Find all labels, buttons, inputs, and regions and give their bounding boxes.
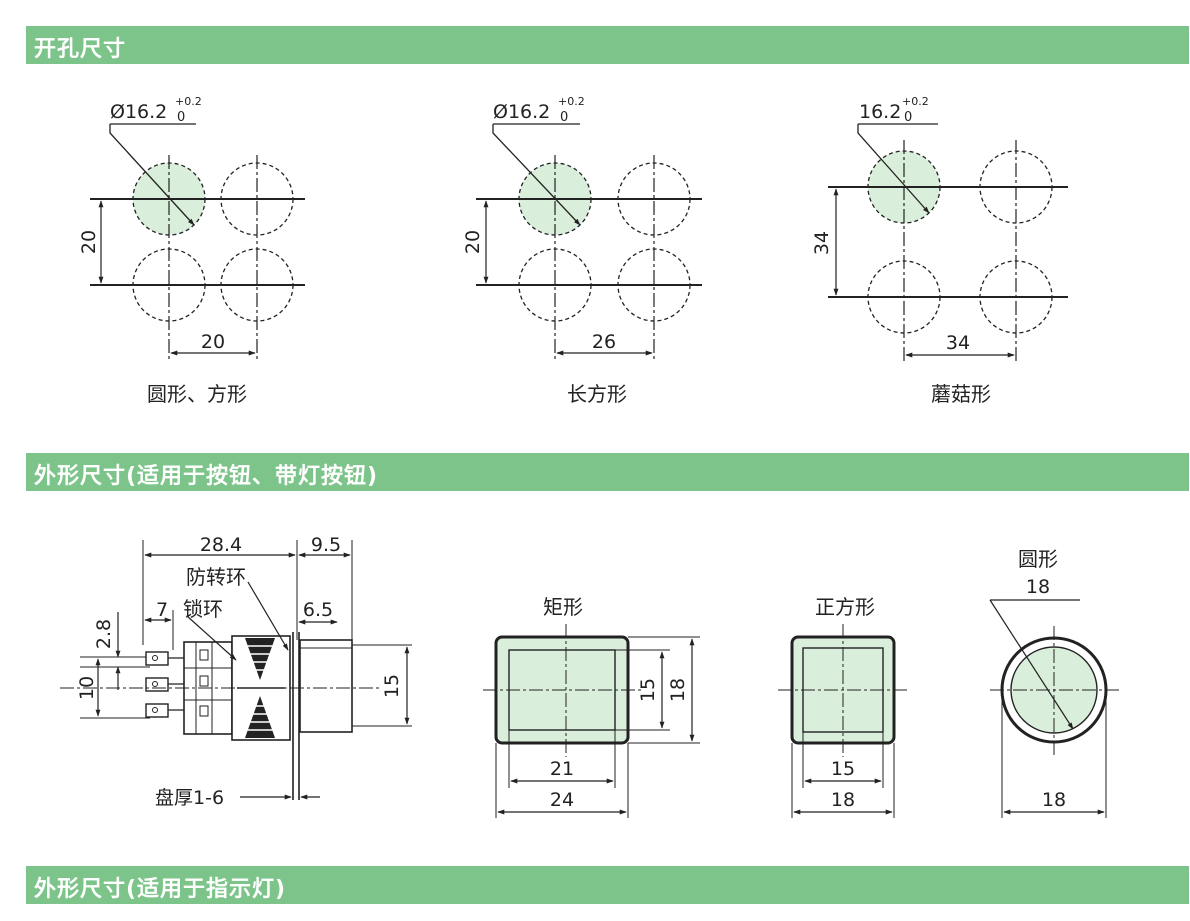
cutout-1-pitch-v: 20 (78, 230, 100, 254)
cutout-3-pitch-h: 34 (946, 332, 970, 354)
cutout-2-tol-lower: 0 (560, 110, 568, 125)
cutout-diagram-mushroom (828, 123, 1068, 362)
cutout-1-pitch-h: 20 (201, 331, 225, 353)
side-head-dim: 9.5 (311, 534, 341, 556)
cutout-2-caption: 长方形 (567, 382, 627, 406)
round-dia-dim: 18 (1026, 576, 1050, 598)
cutout-2-pitch-h: 26 (592, 331, 616, 353)
round-front-view (989, 599, 1120, 818)
outline-indicator-section-banner: 外形尺寸(适用于指示灯) (26, 866, 1189, 904)
panel-thickness-label: 盘厚1-6 (155, 787, 224, 809)
cutout-diagram-round-square (90, 123, 305, 360)
rect-outer-h-dim: 18 (667, 678, 689, 702)
cutout-1-tol-lower: 0 (177, 110, 185, 125)
cutout-1-caption: 圆形、方形 (147, 382, 247, 406)
rect-inner-h-dim: 15 (637, 678, 659, 702)
side-view-drawing (60, 540, 412, 800)
side-pin-span-dim: 10 (76, 676, 98, 700)
cutout-section-title: 开孔尺寸 (34, 37, 127, 62)
cutout-2-diameter-label: Ø16.2 (493, 101, 550, 123)
square-inner-w-dim: 15 (831, 758, 855, 780)
cutout-1-diameter-label: Ø16.2 (110, 101, 167, 123)
outline-indicator-section-title: 外形尺寸(适用于指示灯) (34, 877, 287, 902)
square-label: 正方形 (815, 595, 875, 619)
outline-button-section-banner: 外形尺寸(适用于按钮、带灯按钮) (26, 453, 1189, 491)
square-outer-w-dim: 18 (831, 789, 855, 811)
square-front-view (778, 624, 908, 818)
cutout-3-tol-lower: 0 (904, 110, 912, 125)
rectangle-front-view (483, 624, 700, 818)
rect-inner-w-dim: 21 (550, 758, 574, 780)
cutout-2-tol-upper: +0.2 (558, 95, 585, 108)
cutout-diagram-rectangle (476, 123, 702, 360)
cutout-2-pitch-v: 20 (462, 230, 484, 254)
outline-button-section-title: 外形尺寸(适用于按钮、带灯按钮) (34, 464, 379, 489)
rect-outer-w-dim: 24 (550, 789, 574, 811)
side-length-dim: 28.4 (200, 534, 242, 556)
cutout-3-tol-upper: +0.2 (902, 95, 929, 108)
cutout-3-diameter-label: 16.2 (859, 101, 901, 123)
cutout-section-banner: 开孔尺寸 (26, 26, 1189, 64)
side-flange-dim: 6.5 (303, 599, 333, 621)
side-height-dim: 15 (381, 674, 403, 698)
cutout-3-pitch-v: 34 (811, 231, 833, 255)
round-outer-w-dim: 18 (1042, 789, 1066, 811)
cutout-3-caption: 蘑菇形 (931, 382, 991, 406)
side-terminal-dim: 7 (156, 599, 168, 621)
round-label: 圆形 (1018, 547, 1058, 571)
rectangle-label: 矩形 (543, 595, 583, 619)
cutout-1-tol-upper: +0.2 (175, 95, 202, 108)
side-pin-pitch-dim: 2.8 (93, 619, 115, 649)
lock-ring-label: 锁环 (183, 597, 223, 621)
anti-rotation-ring-label: 防转环 (186, 565, 246, 589)
